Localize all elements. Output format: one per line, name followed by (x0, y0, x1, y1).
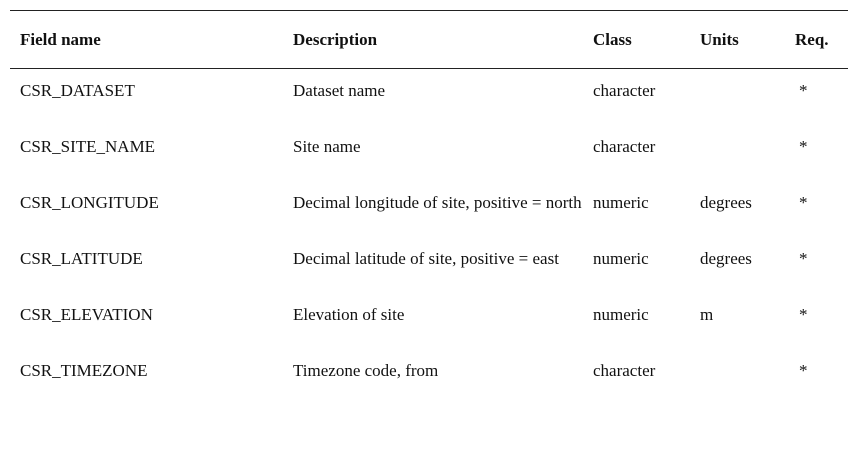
cell-description: Timezone code, from (293, 361, 439, 380)
cell-class: numeric (593, 305, 649, 324)
table-row: CSR_DATASET Dataset name character * (10, 69, 848, 126)
cell-units: m (700, 305, 714, 324)
table-row: CSR_SITE_NAME Site name character * (10, 125, 848, 181)
table-row: CSR_ELEVATION Elevation of site numeric … (10, 293, 848, 349)
cell-class: character (593, 137, 656, 156)
table-header: Field name Description Class Units Req. (10, 10, 848, 69)
cell-required: * (799, 249, 808, 268)
cell-required: * (799, 361, 808, 380)
table-row: CSR_LONGITUDE Decimal longitude of site,… (10, 181, 848, 237)
cell-class: character (593, 81, 656, 100)
table-row: CSR_LATITUDE Decimal latitude of site, p… (10, 237, 848, 293)
cell-field-name: CSR_LATITUDE (20, 249, 143, 268)
cell-description: Decimal latitude of site, positive = eas… (293, 249, 559, 268)
cell-units: degrees (700, 193, 752, 212)
cell-required: * (799, 305, 808, 324)
cell-field-name: CSR_TIMEZONE (20, 361, 148, 380)
header-class: Class (593, 29, 632, 49)
cell-description: Elevation of site (293, 305, 405, 324)
cell-units (690, 125, 785, 181)
table-row: CSR_TIMEZONE Timezone code, from charact… (10, 349, 848, 405)
cell-class: numeric (593, 193, 649, 212)
cell-required: * (799, 193, 808, 212)
cell-description: Dataset name (293, 81, 386, 100)
header-description: Description (293, 29, 378, 49)
field-definitions-table: Field name Description Class Units Req. … (10, 10, 848, 405)
header-field-name: Field name (20, 29, 101, 49)
cell-description: Decimal longitude of site, positive = no… (293, 193, 582, 212)
cell-field-name: CSR_DATASET (20, 81, 135, 100)
header-required: Req. (795, 29, 829, 49)
cell-class: numeric (593, 249, 649, 268)
cell-field-name: CSR_ELEVATION (20, 305, 153, 324)
cell-description: Site name (293, 137, 361, 156)
header-units: Units (700, 29, 739, 49)
cell-units (690, 69, 785, 126)
cell-units (690, 349, 785, 405)
table-body: CSR_DATASET Dataset name character * CSR… (10, 69, 848, 406)
cell-class: character (593, 361, 656, 380)
cell-field-name: CSR_LONGITUDE (20, 193, 159, 212)
cell-field-name: CSR_SITE_NAME (20, 137, 156, 156)
header-row: Field name Description Class Units Req. (10, 10, 848, 69)
cell-required: * (799, 81, 808, 100)
cell-units: degrees (700, 249, 752, 268)
cell-required: * (799, 137, 808, 156)
